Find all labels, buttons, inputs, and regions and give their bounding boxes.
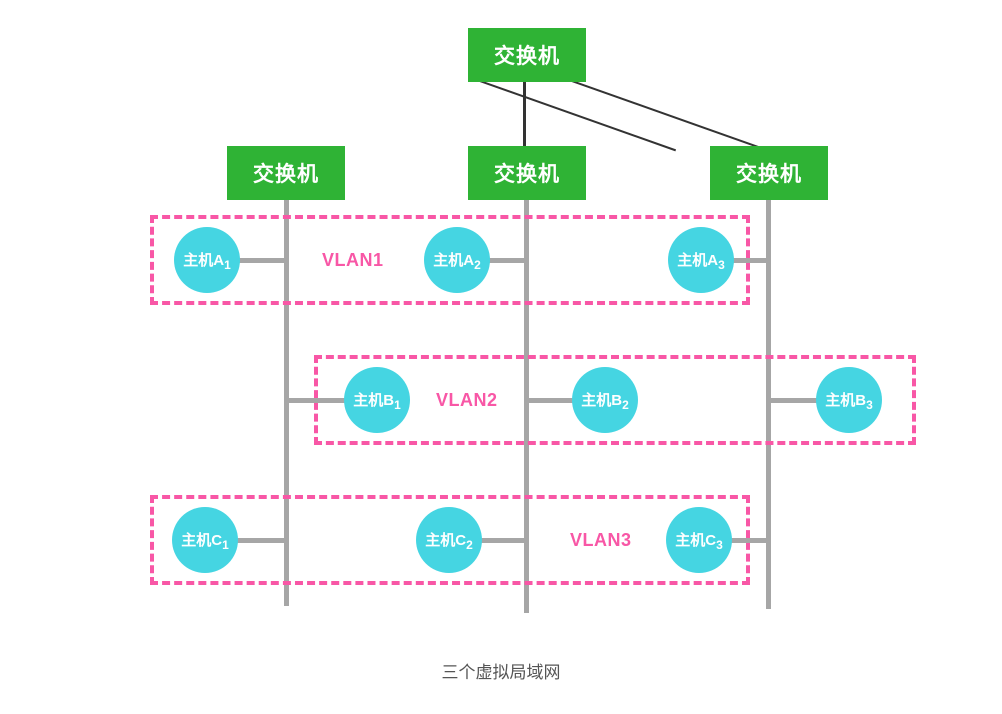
host-c3[interactable]: 主机C3 <box>666 507 732 573</box>
stub-host-c1-to-left-trunk <box>234 538 286 543</box>
host-a2[interactable]: 主机A2 <box>424 227 490 293</box>
stub-host-c3-to-right-trunk <box>728 538 768 543</box>
switch-left[interactable]: 交换机 <box>227 146 345 200</box>
vlan3-label: VLAN3 <box>570 530 632 550</box>
host-b3-label: 主机B3 <box>825 392 873 412</box>
host-c3-label: 主机C3 <box>675 532 723 552</box>
host-b1-label: 主机B1 <box>353 392 401 412</box>
trunk-line-left-switch <box>284 200 289 606</box>
stub-host-a1-to-left-trunk <box>236 258 286 263</box>
uplink-line-root-to-right <box>571 80 769 152</box>
host-c2[interactable]: 主机C2 <box>416 507 482 573</box>
uplink-line-root-to-middle <box>523 82 526 146</box>
switch-root[interactable]: 交换机 <box>468 28 586 82</box>
switch-left-label: 交换机 <box>253 163 319 186</box>
host-a2-label: 主机A2 <box>433 252 481 272</box>
switch-middle[interactable]: 交换机 <box>468 146 586 200</box>
switch-root-label: 交换机 <box>494 45 560 68</box>
vlan1-label: VLAN1 <box>322 250 384 270</box>
trunk-line-right-switch <box>766 200 771 609</box>
trunk-line-middle-switch <box>524 200 529 613</box>
host-c1-label: 主机C1 <box>181 532 229 552</box>
host-b2[interactable]: 主机B2 <box>572 367 638 433</box>
host-c1[interactable]: 主机C1 <box>172 507 238 573</box>
stub-host-a2-to-middle-trunk <box>486 258 526 263</box>
switch-right-label: 交换机 <box>736 163 802 186</box>
stub-host-a3-to-right-trunk <box>730 258 768 263</box>
host-b1[interactable]: 主机B1 <box>344 367 410 433</box>
switch-middle-label: 交换机 <box>494 163 560 186</box>
host-a1[interactable]: 主机A1 <box>174 227 240 293</box>
switch-right[interactable]: 交换机 <box>710 146 828 200</box>
stub-host-b1-to-left-trunk <box>286 398 352 403</box>
vlan2-label: VLAN2 <box>436 390 498 410</box>
stub-host-c2-to-middle-trunk <box>478 538 526 543</box>
host-a3-label: 主机A3 <box>677 252 725 272</box>
host-b2-label: 主机B2 <box>581 392 629 412</box>
host-a3[interactable]: 主机A3 <box>668 227 734 293</box>
diagram-caption: 三个虚拟局域网 <box>441 663 561 682</box>
host-c2-label: 主机C2 <box>425 532 473 552</box>
host-b3[interactable]: 主机B3 <box>816 367 882 433</box>
host-a1-label: 主机A1 <box>183 252 231 272</box>
uplink-line-root-to-left <box>479 80 677 152</box>
stub-host-b2-to-middle-trunk <box>526 398 576 403</box>
stub-host-b3-to-right-trunk <box>768 398 820 403</box>
